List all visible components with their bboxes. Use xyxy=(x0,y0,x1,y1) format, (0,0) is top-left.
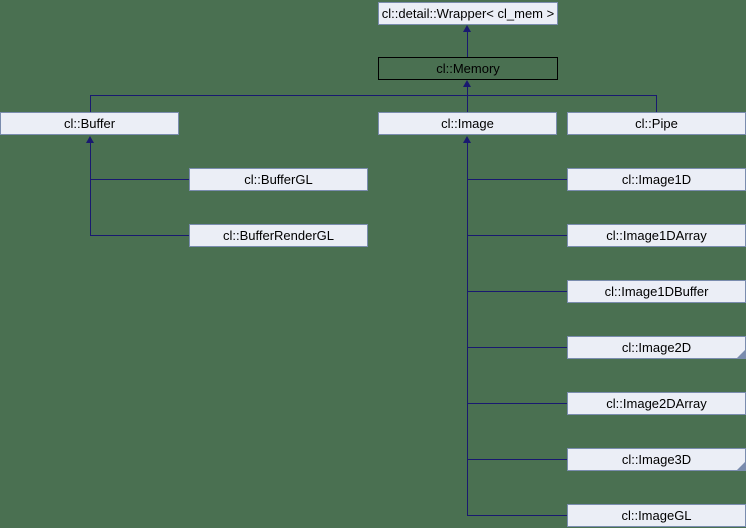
edge-line xyxy=(467,86,468,96)
node-label: cl::Image1DBuffer xyxy=(604,284,709,299)
node-cl-bufferrendergl[interactable]: cl::BufferRenderGL xyxy=(189,224,368,247)
edge-line xyxy=(656,95,657,112)
inheritance-arrowhead xyxy=(463,136,471,143)
node-label: cl::Image1D xyxy=(621,172,692,187)
node-label: cl::ImageGL xyxy=(621,508,692,523)
edge-line xyxy=(467,31,468,57)
node-cl-memory: cl::Memory xyxy=(378,57,558,80)
node-label: cl::Image xyxy=(441,116,494,131)
node-label: cl::Image2D xyxy=(621,340,692,355)
node-cl-image3d[interactable]: cl::Image3D xyxy=(567,448,746,471)
edge-line xyxy=(90,235,189,236)
node-cl-buffer[interactable]: cl::Buffer xyxy=(0,112,179,135)
truncated-corner-icon xyxy=(736,349,746,359)
node-cl-image[interactable]: cl::Image xyxy=(378,112,557,135)
edge-line xyxy=(467,95,468,112)
inheritance-arrowhead xyxy=(463,80,471,87)
node-label: cl::BufferRenderGL xyxy=(222,228,335,243)
node-label: cl::Pipe xyxy=(635,116,678,131)
node-label: cl::detail::Wrapper< cl_mem > xyxy=(381,6,555,21)
node-label: cl::Image2DArray xyxy=(606,396,707,411)
edge-line xyxy=(90,95,657,96)
node-cl-pipe[interactable]: cl::Pipe xyxy=(567,112,746,135)
inheritance-arrowhead xyxy=(463,25,471,32)
node-label: cl::Image3D xyxy=(621,452,692,467)
node-cl-image1dbuffer[interactable]: cl::Image1DBuffer xyxy=(567,280,746,303)
edge-line xyxy=(467,515,567,516)
edge-line xyxy=(467,179,567,180)
edge-line xyxy=(467,142,468,516)
node-label: cl::Memory xyxy=(436,61,500,76)
inheritance-arrowhead xyxy=(86,136,94,143)
edge-line xyxy=(90,142,91,236)
node-cl-image2darray[interactable]: cl::Image2DArray xyxy=(567,392,746,415)
edge-line xyxy=(467,347,567,348)
edge-line xyxy=(467,403,567,404)
node-cl-imagegl[interactable]: cl::ImageGL xyxy=(567,504,746,527)
node-cl-image2d[interactable]: cl::Image2D xyxy=(567,336,746,359)
edge-line xyxy=(467,235,567,236)
edge-line xyxy=(90,179,189,180)
node-cl-image1d[interactable]: cl::Image1D xyxy=(567,168,746,191)
node-cl-detail-wrapper[interactable]: cl::detail::Wrapper< cl_mem > xyxy=(378,2,558,25)
node-label: cl::Image1DArray xyxy=(606,228,707,243)
truncated-corner-icon xyxy=(736,461,746,471)
edge-line xyxy=(467,459,567,460)
edge-line xyxy=(467,291,567,292)
node-label: cl::BufferGL xyxy=(244,172,313,187)
node-cl-image1darray[interactable]: cl::Image1DArray xyxy=(567,224,746,247)
node-label: cl::Buffer xyxy=(63,116,116,131)
node-cl-buffergl[interactable]: cl::BufferGL xyxy=(189,168,368,191)
edge-line xyxy=(90,95,91,112)
